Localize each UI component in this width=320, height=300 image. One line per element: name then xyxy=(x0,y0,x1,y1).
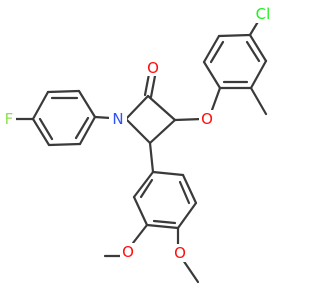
dimethoxyphenyl-bond xyxy=(181,173,198,205)
ether-oxygen-label: O xyxy=(201,110,213,128)
bond-c2-o-double-a xyxy=(143,72,151,97)
beta-lactam-ring xyxy=(124,72,177,145)
fluorine-label: F xyxy=(5,110,14,128)
dimethoxyphenyl-bond xyxy=(132,170,155,199)
bond-c3-c4 xyxy=(148,118,177,145)
bond-c4-n1 xyxy=(124,117,152,145)
fluorophenyl-bond xyxy=(78,115,97,146)
bond-n1-c2 xyxy=(124,94,150,121)
chlorophenyl-bond xyxy=(248,33,268,63)
chlorophenyl-bond xyxy=(217,33,252,38)
dimethoxyphenyl-bond xyxy=(145,223,180,230)
fluorophenyl-bond xyxy=(46,89,81,94)
carbonyl-oxygen-label: O xyxy=(147,59,159,77)
chlorophenyl-bond xyxy=(202,34,221,64)
bond-aryl-ome-1 xyxy=(131,223,149,245)
bond-c2-o-double-b xyxy=(149,74,157,99)
chlorine-label: Cl xyxy=(256,5,271,23)
dimethoxyphenyl-inner-bond xyxy=(139,178,154,199)
dimethoxyphenyl-bond xyxy=(132,195,149,227)
bond-aryl-methyl xyxy=(249,86,268,116)
methoxy-oxygen-label-1: O xyxy=(122,243,134,261)
methoxy-oxygen-label-2: O xyxy=(174,244,186,262)
molecule-structure-diagram: O O N F Cl O O xyxy=(2,5,274,284)
dimethoxyphenyl-bond xyxy=(151,170,185,177)
atom-labels: O O N F Cl O O xyxy=(2,5,274,262)
dimethoxyphenyl-inner-bond xyxy=(152,219,177,225)
fluorophenyl-bond xyxy=(47,142,82,147)
bond-o-aryl xyxy=(210,86,222,112)
dimethoxyphenyl-bond xyxy=(176,201,198,230)
bond-c4-aryl xyxy=(148,141,155,174)
fluorophenyl-inner-bond xyxy=(74,116,90,140)
fluorophenyl-bond xyxy=(31,117,51,147)
nitrogen-label: N xyxy=(112,110,123,128)
bond-c2-c3 xyxy=(146,94,177,122)
bond-ome-2-methyl xyxy=(181,258,200,284)
chlorophenyl-inner-bond xyxy=(245,40,261,63)
dimethoxyphenyl-group xyxy=(103,141,200,284)
chlorophenyl-bond xyxy=(202,60,222,90)
chlorophenyl-bond xyxy=(249,59,268,90)
fluorophenyl-bond xyxy=(31,90,50,121)
bond-c3-o xyxy=(173,117,204,122)
fluorophenyl-ring xyxy=(13,89,128,147)
chloro-methylphenoxy-group xyxy=(173,18,268,122)
dimethoxyphenyl-inner-bond xyxy=(178,180,191,205)
fluorophenyl-inner-bond xyxy=(38,117,54,141)
fluorophenyl-bond xyxy=(77,89,97,119)
chlorophenyl-inner-bond xyxy=(209,40,225,64)
